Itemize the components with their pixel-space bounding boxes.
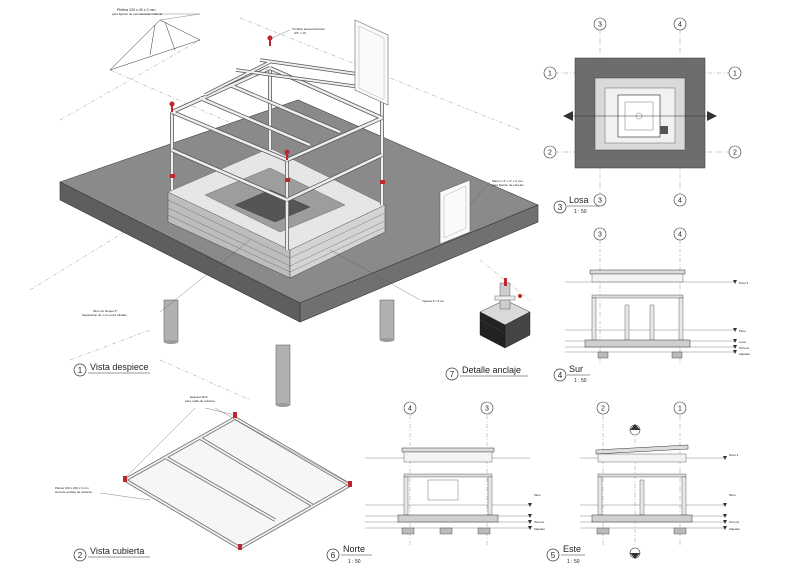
view-7-title: 7 Detalle anclaje [445,365,528,381]
note-esquina-1: Esquina M16 [190,395,208,399]
svg-text:4: 4 [678,232,682,239]
roof-bracing [109,19,201,71]
view-5-scale: 1 : 50 [567,559,580,565]
svg-text:5: 5 [551,551,556,560]
svg-text:Zapatas: Zapatas [739,352,750,356]
svg-text:Zapatas: Zapatas [729,527,740,531]
note-placas-2: Guía de anclaje de cubierta [55,490,92,494]
svg-text:3: 3 [598,232,602,239]
svg-text:2: 2 [548,150,552,157]
svg-text:4: 4 [558,371,563,380]
view-6-title-text: Norte [343,544,365,554]
note-pletina-1: Pletina 120 x 40 x 2 mm [117,8,156,12]
steel-frame [169,35,388,250]
svg-text:4: 4 [678,198,682,205]
svg-text:Losa: Losa [739,340,746,344]
view-1-exploded-isometric: Pletina 120 x 40 x 2 mm para fijación de… [29,8,539,407]
view-3-scale: 1 : 50 [574,209,587,215]
view-4-title: 4 Sur 1 : 50 [553,364,590,384]
svg-text:Muro: Muro [729,493,736,497]
svg-text:Terreno: Terreno [729,520,740,524]
north-level-markers: Muro Terreno Zapatas [528,493,545,531]
svg-text:3: 3 [598,198,602,205]
note-marco-1: Marco L 2" x 2" x 3 mm [492,179,523,183]
south-level-markers: Nivel 3 Muro Losa Terreno Zapatas [733,280,750,356]
view-2-title-text: Vista cubierta [90,546,144,556]
svg-text:6: 6 [331,551,336,560]
view-5-east-elevation: Nivel 3 Muro Terreno Zapatas 2 1 5 Este … [546,401,740,565]
note-esquina-2: para malla de cubierta [185,399,215,403]
svg-text:3: 3 [598,22,602,29]
svg-text:Nivel 3: Nivel 3 [729,453,739,457]
svg-text:Terreno: Terreno [534,520,545,524]
view-5-title-text: Este [563,544,581,554]
note-tornillos-1: Tornillos autoperforantes [292,27,325,31]
view-7-title-text: Detalle anclaje [462,365,521,375]
view-6-north-elevation: Muro Terreno Zapatas 4 3 6 Norte 1 : 50 [326,401,545,565]
svg-text:4: 4 [408,406,412,413]
view-2-roof-view: Esquina M16 para malla de cubierta Placa… [55,395,352,562]
note-pletina-2: para fijación de estructura de cubierta [112,12,163,16]
view-3-title-text: Losa [569,195,589,205]
view-4-south-elevation: Nivel 3 Muro Losa Terreno Zapatas 3 4 4 … [553,227,750,384]
svg-text:2: 2 [601,406,605,413]
svg-text:2: 2 [733,150,737,157]
svg-text:Muro: Muro [739,329,746,333]
view-6-title: 6 Norte 1 : 50 [326,544,372,565]
view-3-slab-plan: 3 4 3 4 1 1 2 2 3 Losa 1 : 50 [543,17,742,215]
svg-text:Nivel 3: Nivel 3 [739,281,749,285]
svg-text:3: 3 [485,406,489,413]
svg-text:3: 3 [558,203,563,212]
svg-text:7: 7 [450,370,455,379]
view-5-title: 5 Este 1 : 50 [546,544,585,565]
svg-text:1: 1 [548,71,552,78]
svg-text:1: 1 [678,406,682,413]
svg-text:Terreno: Terreno [739,346,750,350]
svg-text:1: 1 [78,366,83,375]
leader-lines [140,13,491,313]
slab-grid-bubbles: 3 4 3 4 1 1 2 2 [543,17,742,207]
view-4-scale: 1 : 50 [574,378,587,384]
wall-panel-frame [354,19,471,245]
view-6-scale: 1 : 50 [348,559,361,565]
section-markers [629,424,641,559]
view-2-title: 2 Vista cubierta [73,546,150,562]
block-walls [167,147,386,279]
svg-text:Muro: Muro [534,493,541,497]
svg-text:2: 2 [78,551,83,560]
note-marco-2: para fijación de paneles [492,183,524,187]
svg-text:Zapatas: Zapatas [534,527,545,531]
note-muro-1: Muro de bloque 6" [93,309,117,313]
view-4-title-text: Sur [569,364,583,374]
view-3-title: 3 Losa 1 : 50 [553,195,600,215]
view-7-anchor-detail: 7 Detalle anclaje [445,278,531,381]
note-muro-2: Separación de 1 cm entre hiladas [82,313,127,317]
east-level-markers: Nivel 3 Muro Terreno Zapatas [723,453,740,531]
note-viga: Viguela 8 x 6 cm [422,299,445,303]
view-1-title: 1 Vista despiece [73,362,150,377]
pier-columns [163,299,395,407]
svg-text:4: 4 [678,22,682,29]
svg-text:1: 1 [733,71,737,78]
note-placas-1: Placas 100 x 200 x 6 mm [55,486,89,490]
view-1-title-text: Vista despiece [90,362,148,372]
note-tornillos-2: 3/4" x 10 [294,31,306,35]
